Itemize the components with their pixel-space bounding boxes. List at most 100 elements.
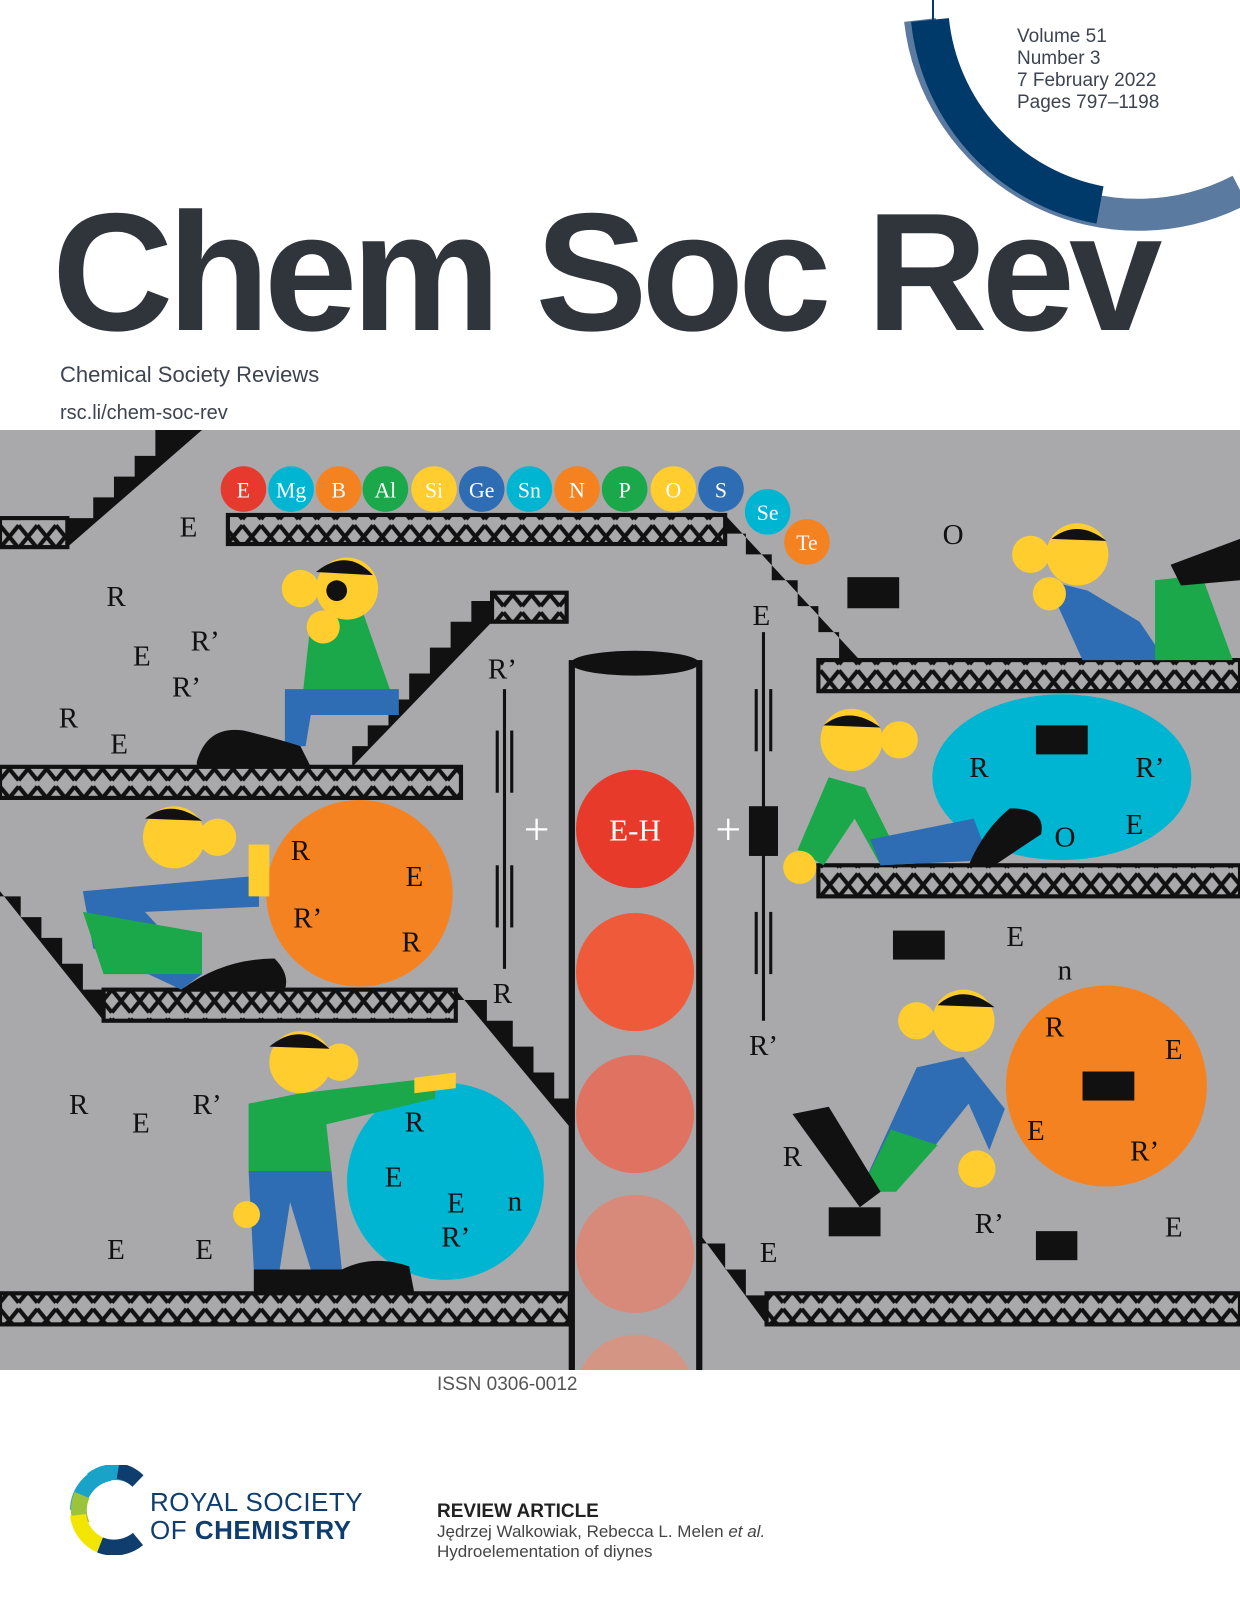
characters: [82, 523, 1240, 1294]
chem-label: E: [753, 600, 771, 632]
platform: [489, 590, 569, 624]
chem-label: R: [69, 1089, 89, 1121]
chem-label: E: [133, 640, 151, 672]
issue-info: Volume 51 Number 3 7 February 2022 Pages…: [1017, 26, 1159, 114]
character: [233, 1031, 456, 1294]
publisher-bold: CHEMISTRY: [194, 1515, 352, 1545]
platform: [225, 512, 728, 547]
character: [1012, 523, 1240, 661]
authors: Jędrzej Walkowiak, Rebecca L. Melen: [437, 1522, 729, 1541]
staircase: [0, 891, 104, 1021]
structure-blocks: [828, 577, 1135, 1261]
chem-label: E: [406, 861, 424, 893]
element-bubble: O: [650, 466, 697, 512]
chem-label: R’: [975, 1208, 1004, 1240]
element-bubble: Ge: [458, 466, 505, 512]
sphere: [575, 1054, 695, 1174]
chem-label: O: [1054, 822, 1075, 854]
element-bubble: P: [601, 466, 648, 512]
platform: [101, 987, 458, 1023]
staircase: [455, 989, 572, 1130]
staircase: [352, 601, 493, 767]
chem-label: E: [1027, 1115, 1045, 1147]
platform: [0, 1291, 572, 1327]
chem-label: R: [405, 1107, 425, 1139]
element-bubble: Al: [362, 466, 409, 512]
chem-label: R’: [172, 671, 201, 703]
character: [82, 806, 287, 990]
publisher-line1: ROYAL SOCIETY: [150, 1487, 364, 1517]
element-bubble: S: [698, 466, 744, 512]
publisher-name: ROYAL SOCIETY OF CHEMISTRY: [150, 1488, 363, 1544]
element-bubble: Si: [411, 466, 457, 512]
chem-label: E: [132, 1108, 150, 1140]
element-label: Si: [425, 478, 443, 502]
chem-label: E: [180, 512, 198, 544]
element-label: Te: [796, 531, 817, 555]
plus-sign: +: [524, 804, 550, 855]
chem-label: E: [760, 1237, 778, 1269]
issue-arc-graphic: [904, 0, 1240, 231]
element-bubble: Sn: [506, 466, 553, 512]
reaction-column: E-H: [568, 650, 703, 1370]
chem-label: R’: [1135, 752, 1164, 784]
chem-label: E: [195, 1234, 213, 1266]
sphere: [580, 1334, 690, 1370]
chem-label: R: [783, 1141, 803, 1173]
chem-label: R: [106, 581, 126, 613]
chem-label: R: [969, 752, 989, 784]
element-bubble: Se: [744, 489, 791, 535]
element-label: Al: [374, 478, 396, 502]
element-label: B: [331, 478, 346, 502]
article-authors: Jędrzej Walkowiak, Rebecca L. Melen et a…: [437, 1522, 765, 1542]
journal-url[interactable]: rsc.li/chem-soc-rev: [60, 402, 228, 424]
cover-illustration: E-H + +: [0, 430, 1240, 1370]
authors-suffix: et al.: [728, 1522, 766, 1541]
platform: [816, 658, 1240, 694]
element-bubble: B: [315, 466, 362, 512]
number: Number 3: [1017, 48, 1101, 69]
element-label: Mg: [276, 478, 306, 502]
reagent-label: E-H: [609, 812, 661, 847]
chem-label: R: [291, 835, 311, 867]
element-label: P: [619, 478, 631, 502]
chem-label: R’: [488, 654, 517, 686]
date: 7 February 2022: [1017, 70, 1157, 91]
character: [783, 708, 1042, 884]
platform: [0, 516, 70, 550]
pages: Pages 797–1198: [1017, 92, 1160, 113]
chem-label: R’: [1130, 1136, 1159, 1168]
chem-label: R’: [293, 902, 322, 934]
chem-label: E: [447, 1187, 465, 1219]
journal-title: Chem Soc Rev: [52, 178, 1162, 366]
element-bubble: E: [220, 466, 267, 512]
article-title: Hydroelementation of diynes: [437, 1542, 653, 1561]
character: [196, 557, 399, 767]
chem-label: R’: [441, 1222, 470, 1254]
element-bubble: Mg: [268, 466, 314, 512]
chem-label: n: [508, 1185, 523, 1217]
character: [792, 989, 1005, 1208]
chem-label: R: [1045, 1011, 1065, 1043]
chem-label: R’: [749, 1030, 778, 1062]
chem-label: E: [110, 728, 128, 760]
chem-label: E: [1006, 921, 1024, 953]
element-label: O: [665, 478, 681, 502]
element-label: Se: [757, 501, 779, 525]
journal-subtitle: Chemical Society Reviews: [60, 362, 320, 387]
sphere: [575, 912, 695, 1032]
element-label: Ge: [469, 478, 494, 502]
element-bubble: N: [554, 466, 600, 512]
chem-label: R: [493, 978, 513, 1010]
element-label: Sn: [518, 478, 541, 502]
featured-article: REVIEW ARTICLE Jędrzej Walkowiak, Rebecc…: [437, 1502, 765, 1562]
chem-label: O: [943, 519, 964, 551]
publisher-line2: OF CHEMISTRY: [150, 1516, 363, 1544]
volume: Volume 51: [1017, 26, 1107, 47]
chem-label: R: [402, 926, 422, 958]
publisher-prefix: OF: [150, 1515, 195, 1545]
chem-label: E: [1125, 809, 1143, 841]
chem-label: E: [1165, 1034, 1183, 1066]
plus-sign: +: [715, 804, 741, 855]
